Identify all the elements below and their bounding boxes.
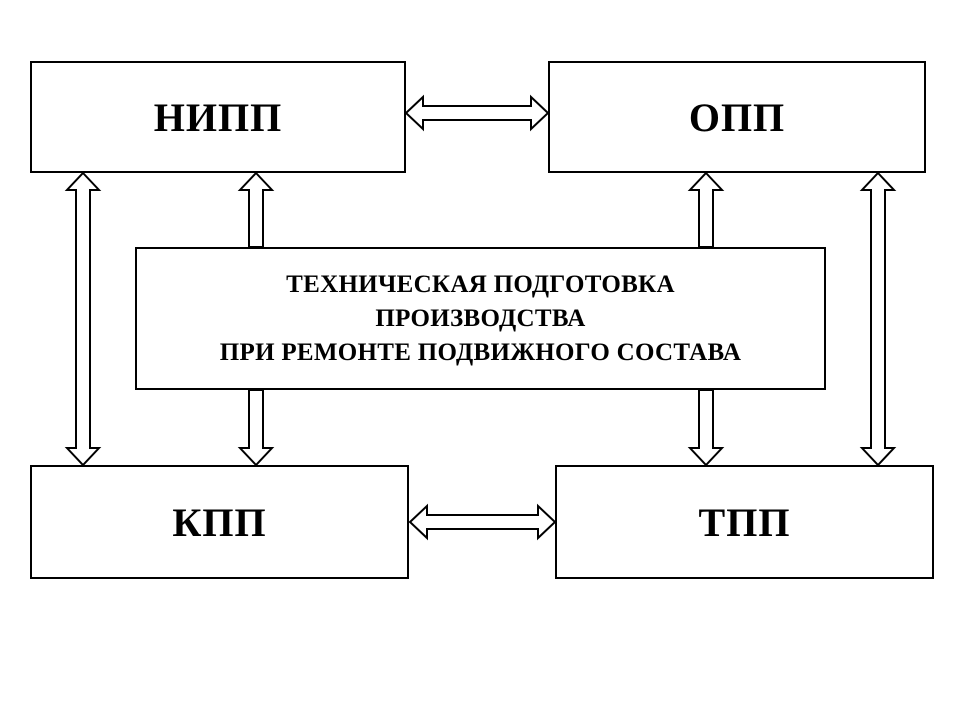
node-center-line-3: ПРИ РЕМОНТЕ ПОДВИЖНОГО СОСТАВА: [219, 338, 742, 366]
arrow-nipp-kpp: [64, 171, 102, 467]
node-center-line-1: ТЕХНИЧЕСКАЯ ПОДГОТОВКА: [286, 270, 675, 298]
arrow-nipp-opp: [404, 94, 550, 132]
node-center: ТЕХНИЧЕСКАЯ ПОДГОТОВКА ПРОИЗВОДСТВА ПРИ …: [135, 247, 826, 390]
node-opp: ОПП: [548, 61, 926, 173]
node-tpp: ТПП: [555, 465, 934, 579]
node-center-line-2: ПРОИЗВОДСТВА: [375, 304, 586, 332]
arrow-opp-tpp: [859, 171, 897, 467]
node-nipp-label: НИПП: [153, 94, 283, 140]
node-kpp-label: КПП: [172, 499, 267, 545]
node-kpp: КПП: [30, 465, 409, 579]
arrow-center-opp: [687, 171, 725, 248]
arrow-center-tpp: [687, 389, 725, 467]
node-nipp: НИПП: [30, 61, 406, 173]
arrow-center-kpp: [237, 389, 275, 467]
node-opp-label: ОПП: [688, 94, 786, 140]
node-tpp-label: ТПП: [698, 499, 791, 545]
arrow-center-nipp: [237, 171, 275, 248]
arrow-kpp-tpp: [408, 503, 557, 541]
